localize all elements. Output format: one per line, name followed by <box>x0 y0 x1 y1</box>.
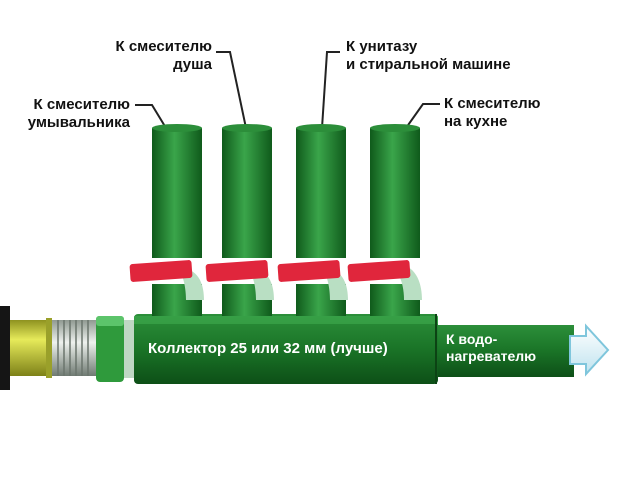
collector-body <box>134 314 438 384</box>
label-kitchen: К смесителю на кухне <box>444 95 541 130</box>
pipe-toilet-washer <box>277 128 348 316</box>
outlet-label: К водо- нагревателю <box>446 331 537 364</box>
leader-washbasin <box>135 104 167 129</box>
collector-label: Коллектор 25 или 32 мм (лучше) <box>148 340 388 357</box>
leader-shower <box>216 51 247 129</box>
outlet-pipe <box>436 323 610 377</box>
outlet-arrow <box>569 323 610 377</box>
pipe-washbasin <box>129 128 204 316</box>
inlet-green-nut <box>96 316 124 382</box>
leader-lines <box>135 51 440 129</box>
leader-kitchen <box>405 103 440 129</box>
inlet-black-pipe <box>0 306 10 390</box>
outlet-pipes <box>129 128 422 316</box>
inlet-yellow-sleeve <box>10 320 48 376</box>
label-shower: К смесителю душа <box>115 38 213 73</box>
inlet-pipe <box>0 306 136 390</box>
inlet-fitting <box>52 320 98 376</box>
label-washbasin: К смесителю умывальника <box>27 96 130 131</box>
pipe-shower <box>205 128 274 316</box>
pipe-tops <box>152 124 420 132</box>
pipe-kitchen <box>347 128 422 316</box>
leader-toilet <box>321 51 340 129</box>
label-toilet-washer: К унитазу и стиральной машине <box>346 38 511 73</box>
